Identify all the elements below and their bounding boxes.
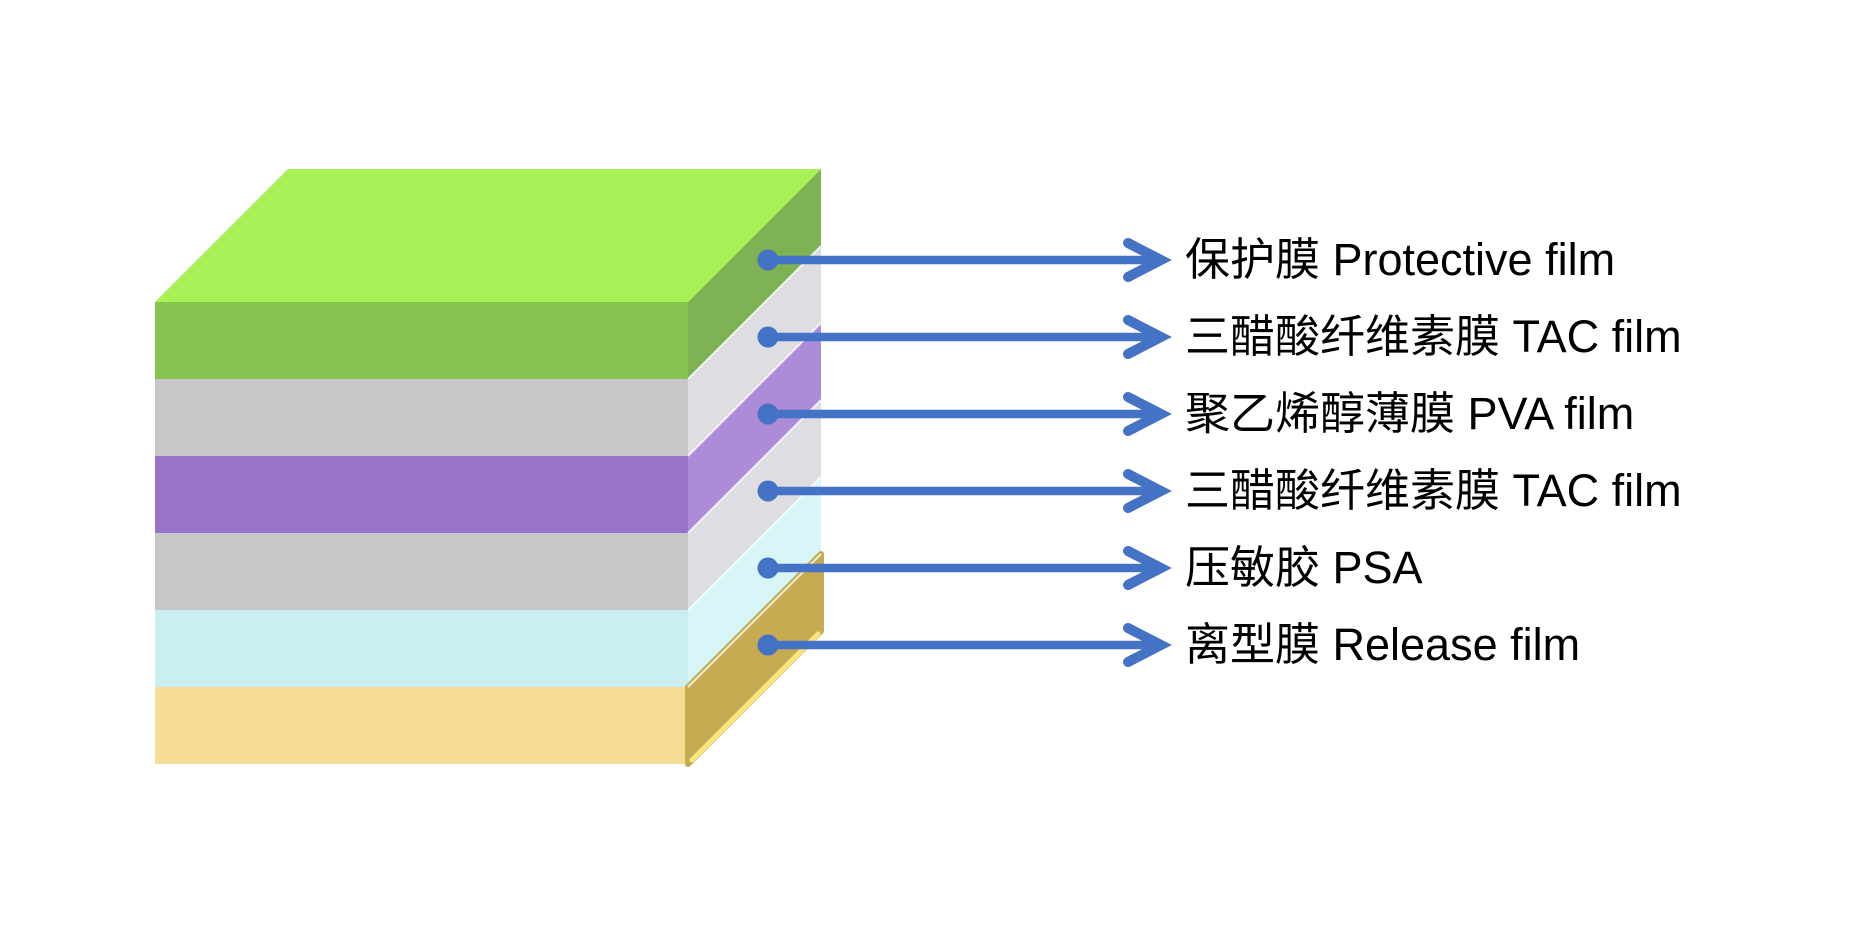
layer-side-tac-film-upper	[688, 246, 821, 456]
side-separator	[687, 322, 822, 457]
side-separator	[687, 553, 822, 688]
layer-side-tac-film-lower	[688, 400, 821, 610]
arrow-release-film	[757, 623, 1172, 667]
arrow-tac-film-lower	[757, 469, 1172, 513]
arrow-dot	[757, 480, 779, 502]
layer-front-tac-film-lower	[155, 533, 688, 610]
arrow-dot	[757, 249, 779, 271]
label-release-film: 离型膜 Release film	[1185, 619, 1581, 670]
layer-front-release-film	[155, 687, 688, 764]
label-tac-film-lower: 三醋酸纤维素膜 TAC film	[1185, 465, 1682, 516]
label-protective-film: 保护膜 Protective film	[1185, 234, 1616, 285]
layer-front-pva-film	[155, 456, 688, 533]
release-film-bottom-edge	[689, 631, 821, 763]
arrow-head	[1123, 238, 1172, 282]
arrow-dot	[757, 403, 779, 425]
arrow-tac-film-upper	[757, 315, 1172, 359]
label-tac-film-upper: 三醋酸纤维素膜 TAC film	[1185, 311, 1682, 362]
layer-front-tac-film-upper	[155, 379, 688, 456]
layer-front-psa	[155, 610, 688, 687]
arrow-dot	[757, 634, 779, 656]
arrow-dot	[757, 557, 779, 579]
layer-side-protective-film	[688, 169, 821, 379]
arrow-pva-film	[757, 392, 1172, 436]
layer-side-pva-film	[688, 323, 821, 533]
arrow-head	[1123, 315, 1172, 359]
arrow-head	[1123, 469, 1172, 513]
arrow-psa	[757, 546, 1172, 590]
layer-side-psa	[688, 477, 821, 687]
arrow-protective-film	[757, 238, 1172, 282]
side-separator	[687, 476, 822, 611]
arrow-head	[1123, 623, 1172, 667]
layer-top-face-protective-film	[155, 169, 821, 302]
side-separator	[687, 245, 822, 380]
layer-front-protective-film	[155, 302, 688, 379]
label-psa: 压敏胶 PSA	[1185, 542, 1423, 593]
label-pva-film: 聚乙烯醇薄膜 PVA film	[1185, 388, 1635, 439]
arrow-dot	[757, 326, 779, 348]
side-separator	[687, 399, 822, 534]
arrow-head	[1123, 546, 1172, 590]
arrow-head	[1123, 392, 1172, 436]
